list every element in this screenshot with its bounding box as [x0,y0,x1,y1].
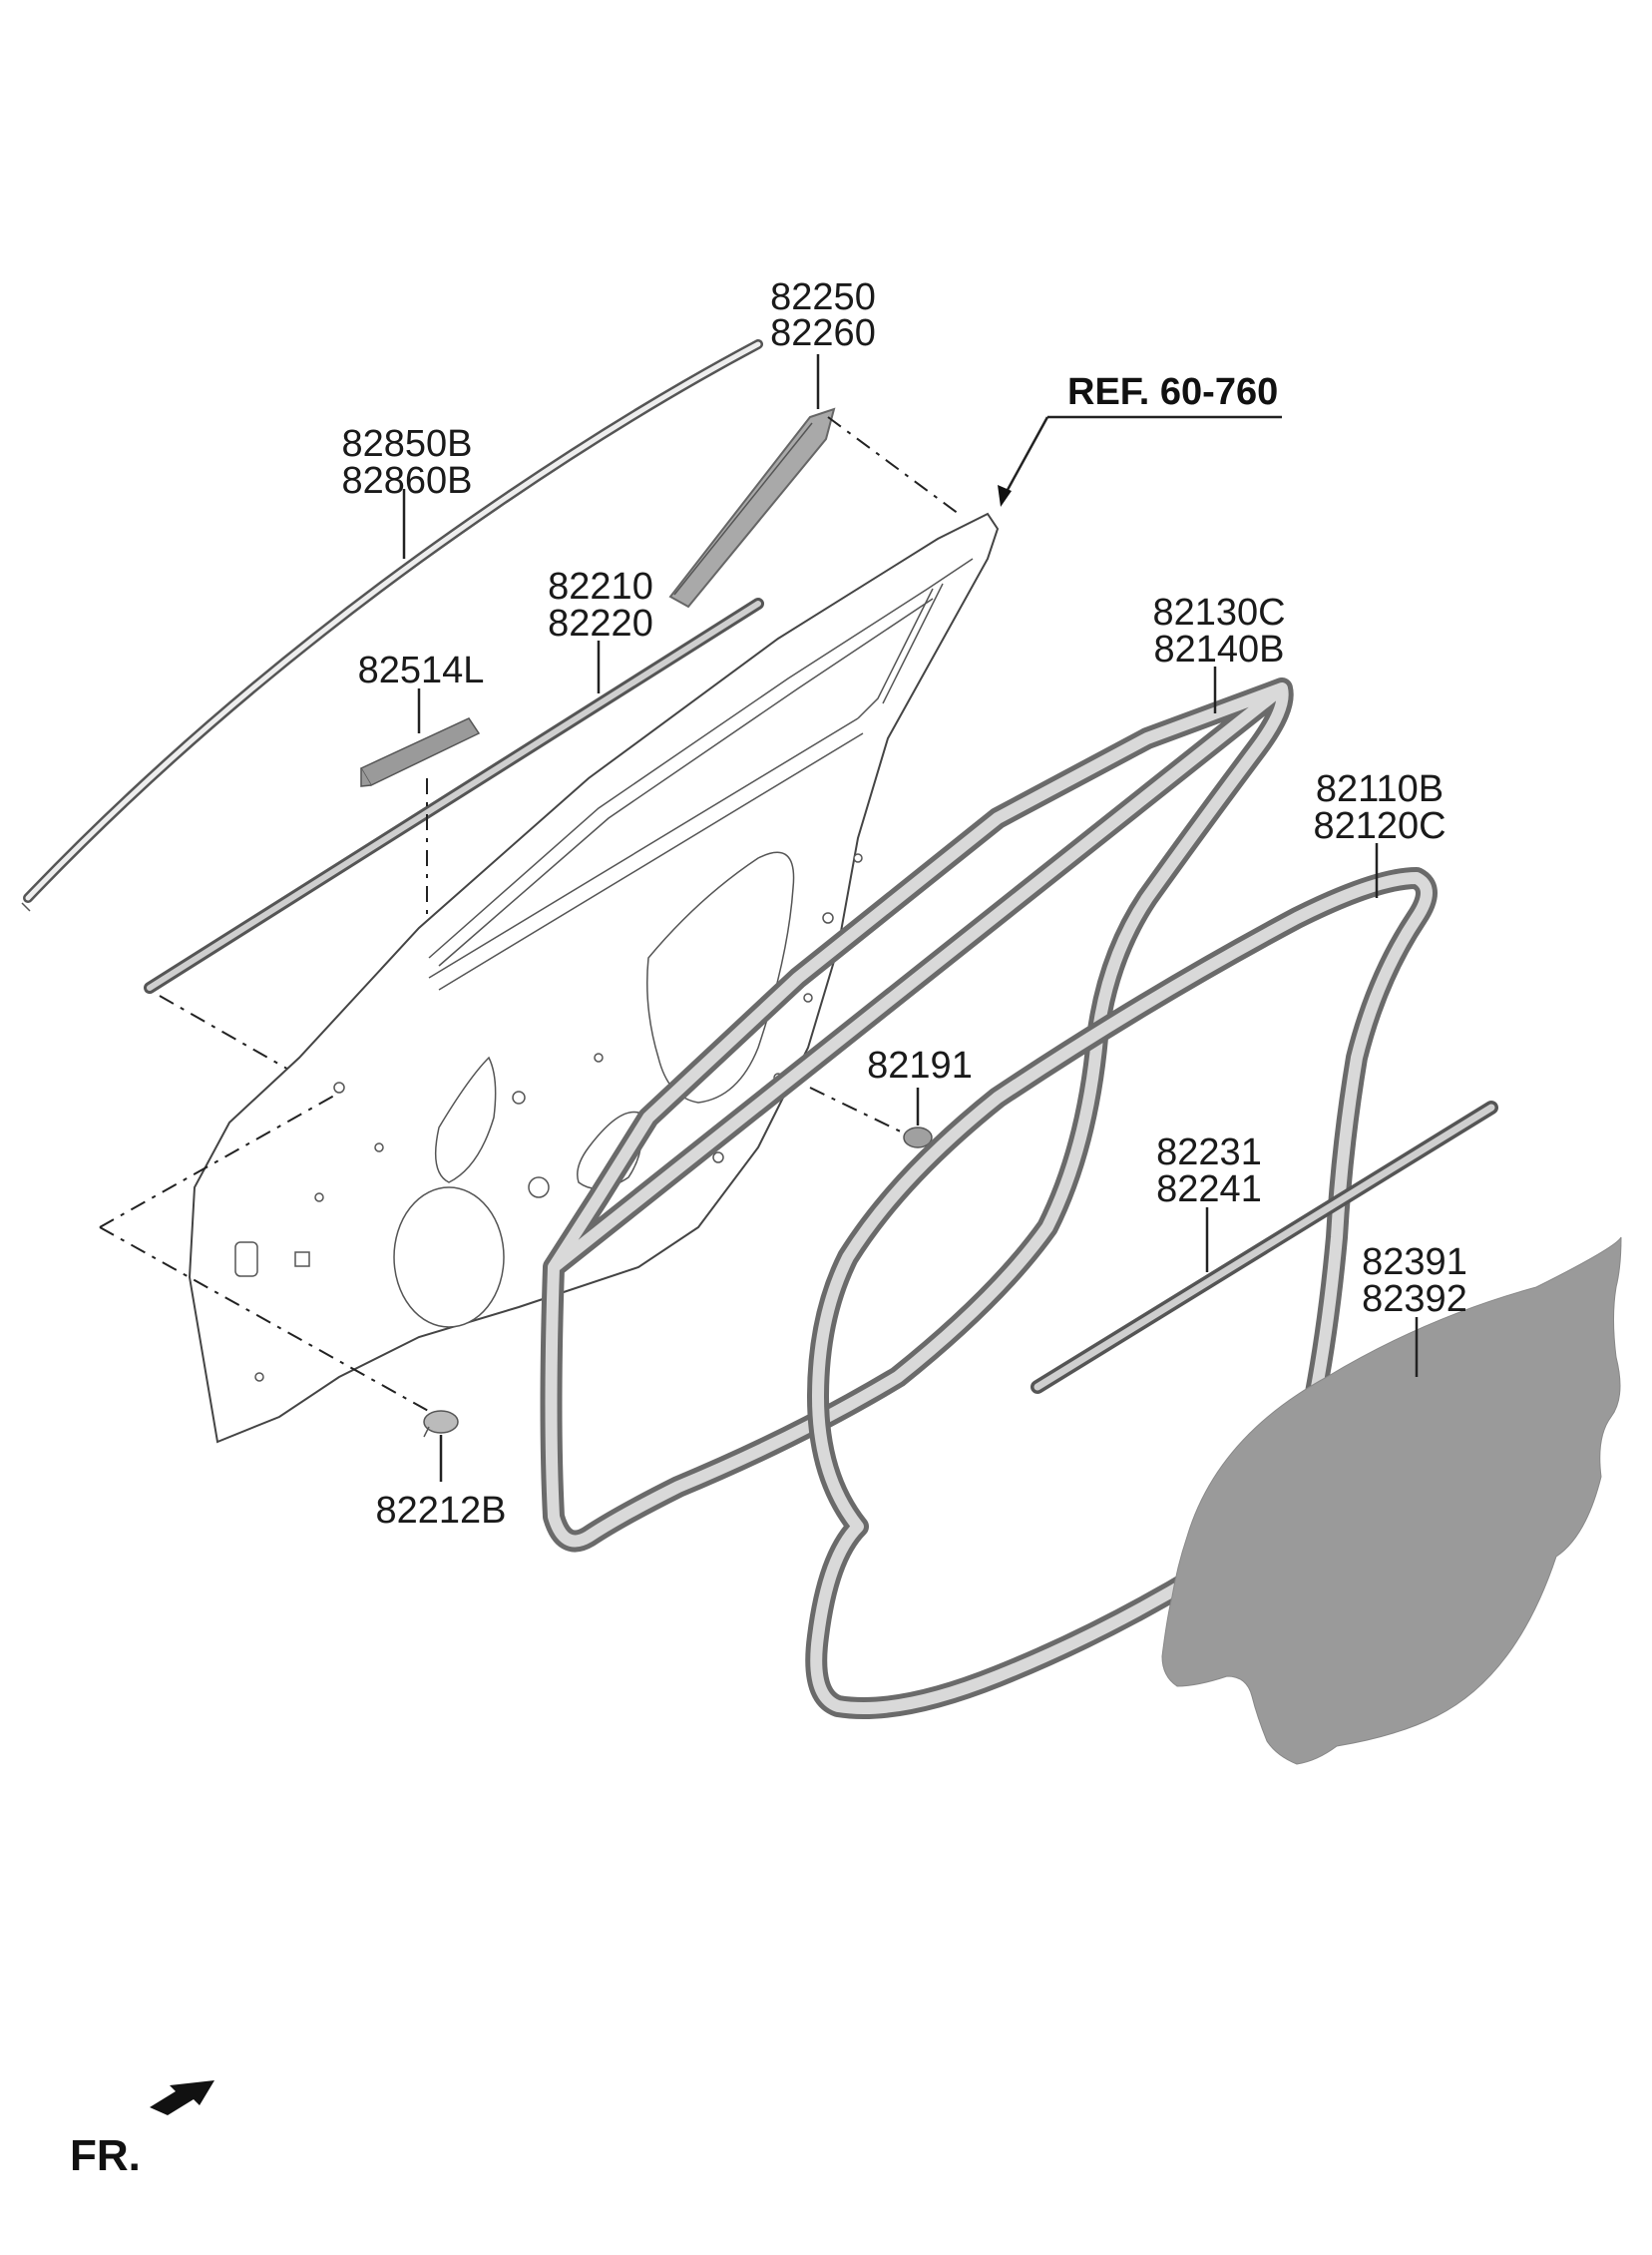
plug-82191-part[interactable] [903,1127,933,1148]
dash-door-low [99,1226,440,1418]
dash-door-82191 [809,1087,914,1138]
label-82260: 82260 [770,312,876,354]
label-82850B: 82850B [341,423,472,465]
label-82140B: 82140B [1153,629,1284,671]
label-82110B: 82110B [1316,768,1444,810]
ref-arrow-icon [998,485,1012,507]
label-82241: 82241 [1156,1168,1262,1210]
garnish-block-part[interactable] [359,717,481,787]
label-82391: 82391 [1362,1241,1467,1283]
door-weatherstrip-part[interactable] [805,867,1438,1719]
label-82250: 82250 [770,276,876,318]
roof-moulding-part[interactable] [21,339,763,912]
inner-belt-weatherstrip-part[interactable] [1031,1101,1498,1394]
label-82212B: 82212B [375,1490,506,1532]
delta-garnish-part[interactable] [668,407,836,609]
label-82392: 82392 [1362,1278,1467,1320]
label-ref: REF. 60-760 [1067,371,1278,413]
label-82191: 82191 [867,1045,973,1087]
front-arrow-icon [150,2080,214,2115]
label-82210: 82210 [548,566,653,608]
label-82231: 82231 [1156,1131,1262,1173]
label-82220: 82220 [548,603,653,645]
label-82514L: 82514L [358,650,485,691]
belt-moulding-part[interactable] [144,598,764,994]
plug-82212B-part[interactable] [423,1410,459,1438]
body-weatherstrip-part[interactable] [540,677,1294,1553]
sealing-film-part[interactable] [1161,1236,1622,1765]
label-82120C: 82120C [1313,805,1446,847]
door-panel [188,512,1000,1444]
front-label: FR. [70,2131,141,2180]
label-82860B: 82860B [341,460,472,502]
leader-ref-diag [1001,416,1049,500]
label-82130C: 82130C [1152,592,1285,634]
dash-door-left [99,1095,335,1228]
dash-82250 [827,416,964,518]
